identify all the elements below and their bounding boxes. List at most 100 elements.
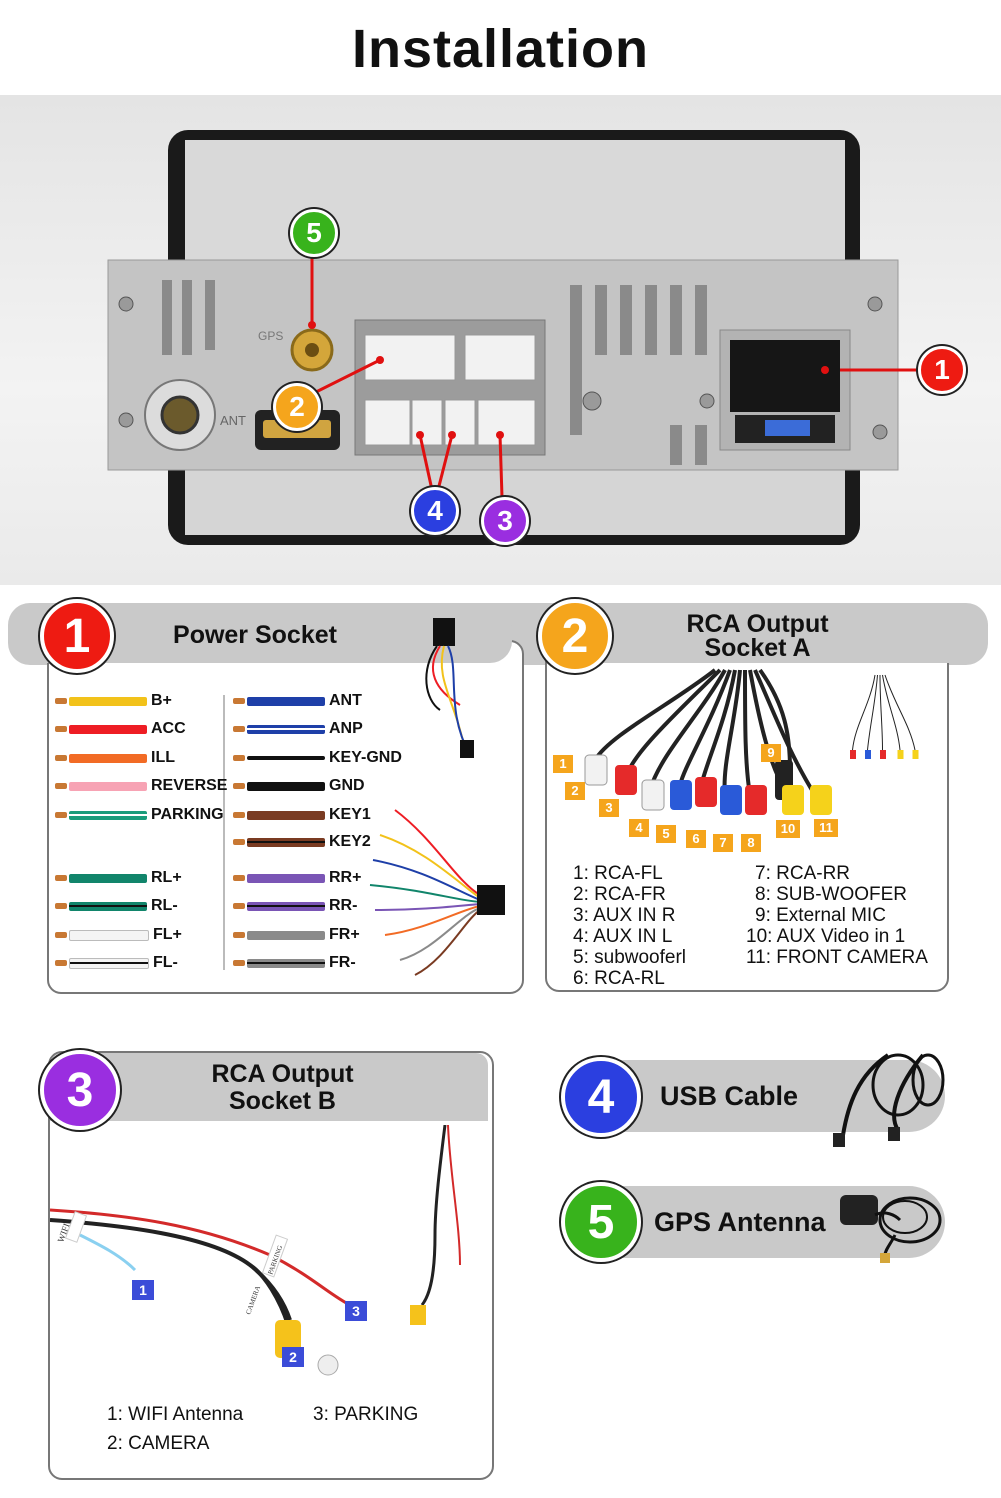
usb-header: [585, 1060, 945, 1132]
callout-1-badge: 1: [918, 346, 966, 394]
rca-a-header: [560, 605, 988, 663]
wire-tip: [233, 755, 245, 761]
rca-a-tag-10: 10: [776, 820, 800, 838]
head-unit-photo: ANT GPS: [0, 95, 1001, 585]
wire-label: KEY2: [329, 833, 371, 850]
wire-tip: [55, 783, 67, 789]
rca-a-legend-item: 2: RCA-FR: [573, 884, 666, 905]
gps-antenna-icon: [840, 1195, 942, 1263]
wire-rl-: RL-: [55, 896, 178, 916]
callout-2-number: 2: [289, 391, 305, 422]
wire-tip: [55, 698, 67, 704]
rca-a-legend-item: 10: AUX Video in 1: [746, 926, 906, 947]
wire-label: ANP: [329, 720, 363, 737]
rca-a-legend-item: 9: External MIC: [755, 905, 886, 926]
camera-cable-label: CAMERA: [244, 1285, 262, 1316]
wire-tip: [55, 932, 67, 938]
rca-a-legend-left: 1: RCA-FL 2: RCA-FR 3: AUX IN R 4: AUX I…: [573, 863, 686, 989]
wire-tip: [233, 960, 245, 966]
rca-a-tag-9: 9: [761, 744, 781, 762]
wire-b-: B+: [55, 691, 172, 711]
rca-a-tag-4: 4: [629, 819, 649, 837]
wire-label: FL-: [153, 954, 178, 971]
wire-insulation: [247, 724, 325, 734]
rca-a-legend-item: 8: SUB-WOOFER: [755, 884, 908, 905]
section-3-number: 3: [66, 1063, 94, 1117]
wire-rr-: RR-: [233, 896, 357, 916]
rca-a-tag-8: 8: [741, 834, 761, 852]
callout-5-number: 5: [306, 217, 322, 248]
ant-label: ANT: [220, 413, 246, 428]
rca-a-title-line1: RCA Output: [686, 610, 829, 638]
wire-tip: [55, 903, 67, 909]
usb-cable-icon: [833, 1053, 945, 1147]
wire-tip: [233, 698, 245, 704]
rca-a-legend-item: 3: AUX IN R: [573, 905, 676, 926]
wire-label: RR+: [329, 869, 362, 886]
wire-label: PARKING: [151, 806, 224, 823]
wire-insulation: [247, 958, 325, 968]
screws: [118, 296, 888, 440]
wire-tip: [233, 726, 245, 732]
wire-tip: [55, 812, 67, 818]
section-1-badge: 1: [40, 599, 114, 673]
wire-label: RL-: [151, 897, 178, 914]
callout-3-number: 3: [497, 505, 513, 536]
wire-label: KEY1: [329, 806, 371, 823]
wire-fr-: FR-: [233, 953, 356, 973]
callout-4-number: 4: [427, 495, 443, 526]
power-connector: [730, 340, 840, 412]
rca-a-tag-3: 3: [599, 799, 619, 817]
wire-insulation: [247, 696, 325, 706]
wire-insulation: [247, 781, 325, 791]
wire-column-divider: [223, 695, 225, 970]
rca-b-harness-illustration: WIFI PARKING CAMERA: [50, 1125, 461, 1376]
wire-insulation: [69, 724, 147, 734]
wire-label: FR-: [329, 954, 356, 971]
wire-gnd: GND: [233, 776, 365, 796]
rca-a-tag-7: 7: [713, 834, 733, 852]
wire-key1: KEY1: [233, 805, 371, 825]
rca-a-tag-1: 1: [553, 755, 573, 773]
wire-parking: PARKING: [55, 805, 224, 825]
wire-tip: [233, 812, 245, 818]
wire-insulation: [69, 753, 147, 763]
rca-b-title-line2: Socket B: [229, 1087, 336, 1115]
power-harness-illustration: [369, 618, 505, 976]
rca-a-tag-6: 6: [686, 830, 706, 848]
rca-a-legend-item: 4: AUX IN L: [573, 926, 673, 947]
rca-socket-b: [477, 399, 536, 446]
rca-b-legend-item: 2: CAMERA: [107, 1433, 210, 1454]
callout-3-badge: 3: [481, 497, 529, 545]
wire-label: ILL: [151, 749, 175, 766]
wire-tip: [233, 839, 245, 845]
section-5-number: 5: [587, 1195, 615, 1249]
wire-tip: [233, 932, 245, 938]
wire-ant: ANT: [233, 691, 362, 711]
callout-2-badge: 2: [273, 383, 321, 431]
gps-title: GPS Antenna: [654, 1207, 826, 1237]
wire-tip: [55, 875, 67, 881]
wire-tip: [55, 960, 67, 966]
rca-b-legend-item: 3: PARKING: [313, 1404, 419, 1425]
wire-label: RR-: [329, 897, 358, 914]
rca-a-legend-item: 7: RCA-RR: [755, 863, 851, 884]
wire-fl-: FL+: [55, 925, 182, 945]
wire-insulation: [69, 781, 147, 791]
rca-b-title-line1: RCA Output: [211, 1060, 354, 1088]
wire-insulation: [247, 756, 325, 760]
power-socket-title: Power Socket: [173, 621, 337, 649]
rca-a-legend-item: 11: FRONT CAMERA: [746, 947, 928, 968]
rca-b-tag-1: 1: [132, 1280, 154, 1300]
wire-insulation: [69, 957, 149, 969]
wire-tip: [55, 726, 67, 732]
wire-acc: ACC: [55, 719, 186, 739]
callout-5-badge: 5: [290, 209, 338, 257]
wire-label: RL+: [151, 869, 182, 886]
wire-tip: [233, 875, 245, 881]
wire-tip: [233, 783, 245, 789]
rca-b-legend-item: 1: WIFI Antenna: [107, 1404, 244, 1425]
section-4-number: 4: [587, 1070, 615, 1124]
wire-insulation: [247, 901, 325, 911]
wire-label: FL+: [153, 926, 182, 943]
